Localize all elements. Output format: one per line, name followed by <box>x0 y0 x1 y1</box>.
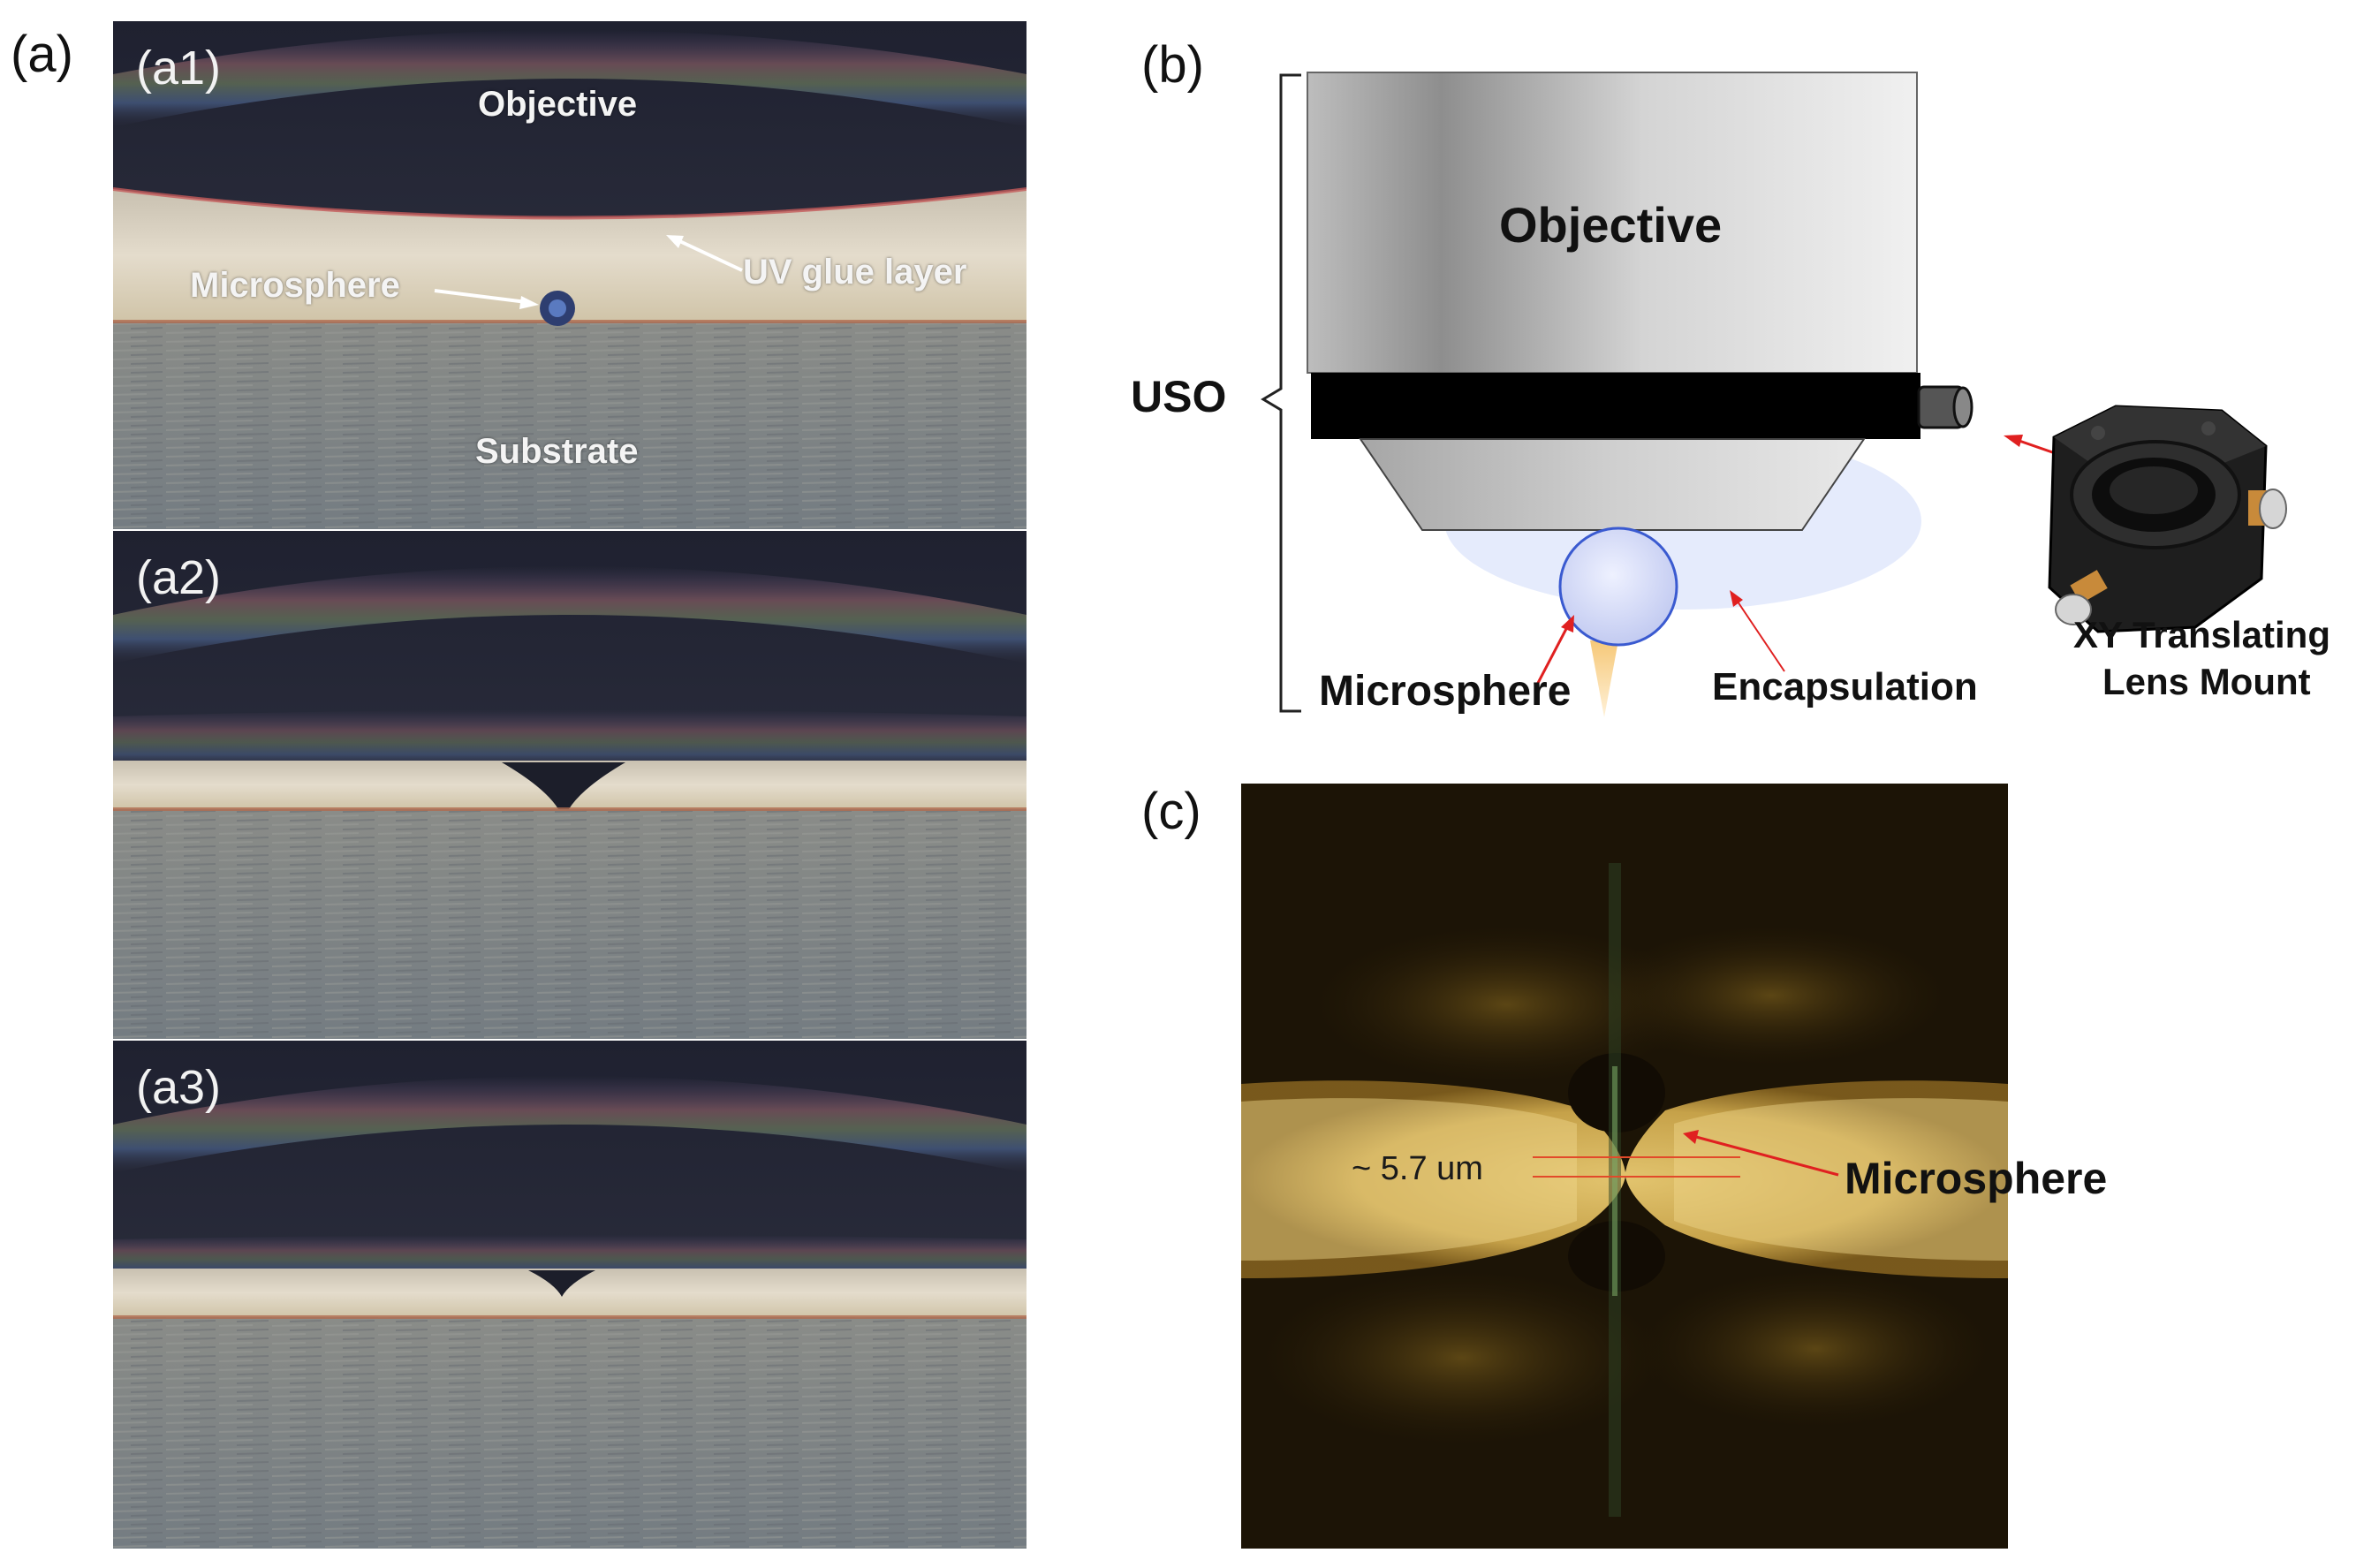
micrograph-a3: (a3) <box>113 1041 1026 1549</box>
mount-label-line1: XY Translating <box>2073 614 2330 655</box>
encapsulation-label: Encapsulation <box>1712 665 1978 708</box>
sub-panel-a1-label: (a1) <box>136 42 222 95</box>
uso-bracket <box>1261 73 1301 713</box>
panel-a-label: (a) <box>11 26 73 83</box>
uso-diagram <box>1261 72 2287 717</box>
microsphere-label-a1: Microsphere <box>190 266 400 305</box>
microsphere-arrow-head <box>1561 615 1574 633</box>
microsphere-arrow-line <box>1535 625 1570 686</box>
encapsulation-arrow-line <box>1735 598 1785 672</box>
measurement-label: ~ 5.7 um <box>1352 1150 1483 1187</box>
microsphere-arrow-c <box>1695 1135 1839 1177</box>
objective-label-b: Objective <box>1499 197 1723 253</box>
micrograph-a1-image <box>113 21 1026 529</box>
sub-panel-a2-label: (a2) <box>136 551 222 604</box>
substrate-label: Substrate <box>475 432 639 471</box>
microsphere-label-c: Microsphere <box>1845 1154 2108 1203</box>
uv-glue-label: UV glue layer <box>743 253 967 292</box>
sub-panel-a3-label: (a3) <box>136 1061 222 1114</box>
microsphere-shape <box>1558 526 1678 647</box>
panel-b-label: (b) <box>1141 36 1204 94</box>
objective-label-a1: Objective <box>478 85 638 124</box>
focus-cone <box>1590 640 1618 717</box>
microsphere-label-b: Microsphere <box>1319 668 1572 715</box>
panel-c-label: (c) <box>1141 783 1201 840</box>
uso-label: USO <box>1131 372 1227 421</box>
objective-nose <box>1359 438 1866 531</box>
mount-label-line2: Lens Mount <box>2102 661 2311 702</box>
lens-mount-icon <box>2048 405 2287 633</box>
micrograph-a3-image <box>113 1041 1026 1549</box>
encapsulation-arrow-head <box>1730 590 1743 607</box>
objective-collar <box>1311 373 1920 439</box>
micrograph-a2: (a2) <box>113 531 1026 1039</box>
mount-arrow-head <box>2004 435 2023 447</box>
micrograph-a1: (a1) Objective UV glue layer Microsphere… <box>113 21 1026 529</box>
micrograph-a2-image <box>113 531 1026 1039</box>
objective-body <box>1307 72 1918 374</box>
micrograph-c-image <box>1241 784 2008 1549</box>
